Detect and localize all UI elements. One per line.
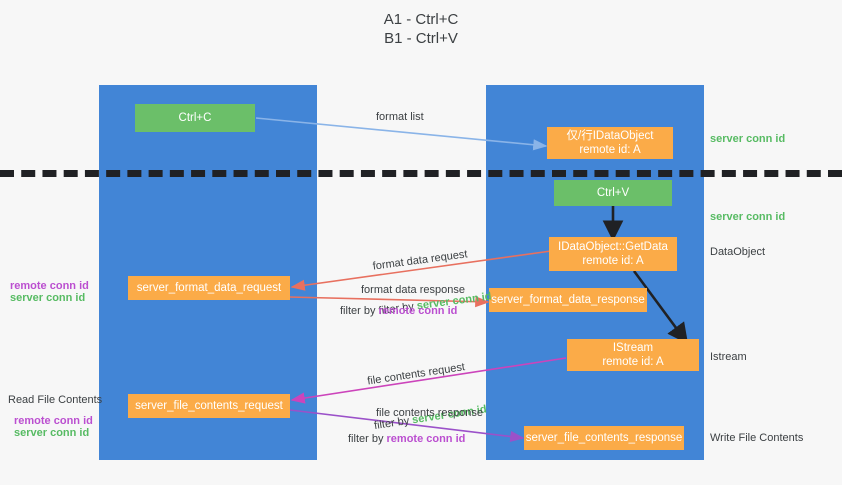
edge-label-format-list: format list	[376, 111, 424, 123]
node-getdata-line1: IDataObject::GetData	[558, 241, 668, 253]
node-getdata-line2: remote id: A	[582, 255, 644, 267]
node-server-file-contents-request-label: server_file_contents_request	[135, 400, 283, 412]
annotation-server-conn-id-top: server conn id	[710, 133, 786, 145]
node-ctrl-c-line1: Ctrl+C	[178, 112, 212, 124]
node-istream-line1: IStream	[612, 342, 654, 354]
filter-prefix: filter by	[340, 305, 379, 317]
edge-label-format-data-response-filter: filter by remote conn id	[340, 304, 457, 319]
annotation-remote-conn-id-bottom: remote conn id	[14, 415, 93, 427]
annotation-istream: Istream	[710, 351, 747, 363]
node-ctrl-v-line1: Ctrl+V	[596, 187, 630, 199]
annotation-server-conn-id-left-top: server conn id	[10, 292, 86, 304]
annotation-server-conn-id-mid: server conn id	[710, 211, 786, 223]
node-server-file-contents-request[interactable]: server_file_contents_request	[128, 394, 290, 418]
filter-value-remote-conn-id: remote conn id	[378, 305, 458, 317]
annotation-remote-conn-id-top: remote conn id	[10, 280, 89, 292]
node-ctrl-c[interactable]: Ctrl+C	[135, 104, 255, 132]
filter-prefix: filter by	[348, 433, 387, 445]
node-server-file-contents-response[interactable]: server_file_contents_response	[524, 426, 684, 450]
filter-value-remote-conn-id: remote conn id	[386, 433, 466, 445]
dashed-separator-line	[0, 170, 842, 177]
edge-label-file-contents-request-text: file contents request	[366, 361, 466, 388]
node-server-format-data-response-label: server_format_data_response	[491, 294, 645, 306]
annotation-write-file-contents: Write File Contents	[710, 432, 804, 444]
annotation-server-conn-id-left-bottom: server conn id	[14, 427, 90, 439]
node-idataobject-line2: remote id: A	[579, 144, 641, 156]
edge-label-format-data-response: format data response	[361, 284, 465, 296]
annotation-data-object: DataObject	[710, 246, 766, 258]
edge-label-format-data-request-text: format data request	[372, 248, 469, 273]
edge-label-file-contents-response: file contents response	[376, 407, 484, 419]
node-idataobject-getdata[interactable]: IDataObject::GetData remote id: A	[549, 237, 677, 271]
node-idataobject[interactable]: 仅/行IDataObject remote id: A	[547, 127, 673, 159]
node-server-format-data-request-label: server_format_data_request	[136, 282, 282, 294]
node-server-format-data-request[interactable]: server_format_data_request	[128, 276, 290, 300]
node-istream-line2: remote id: A	[602, 356, 664, 368]
diagram-title: A1 - Ctrl+C B1 - Ctrl+V	[383, 11, 459, 47]
node-istream[interactable]: IStream remote id: A	[567, 339, 699, 371]
node-server-format-data-response[interactable]: server_format_data_response	[489, 288, 647, 312]
node-ctrl-v[interactable]: Ctrl+V	[554, 180, 672, 206]
annotation-read-file-contents: Read File Contents	[8, 394, 103, 406]
node-idataobject-line1: 仅/行IDataObject	[566, 130, 654, 142]
edge-label-file-contents-response-filter: filter by remote conn id	[348, 432, 465, 447]
node-server-file-contents-response-label: server_file_contents_response	[525, 432, 683, 444]
